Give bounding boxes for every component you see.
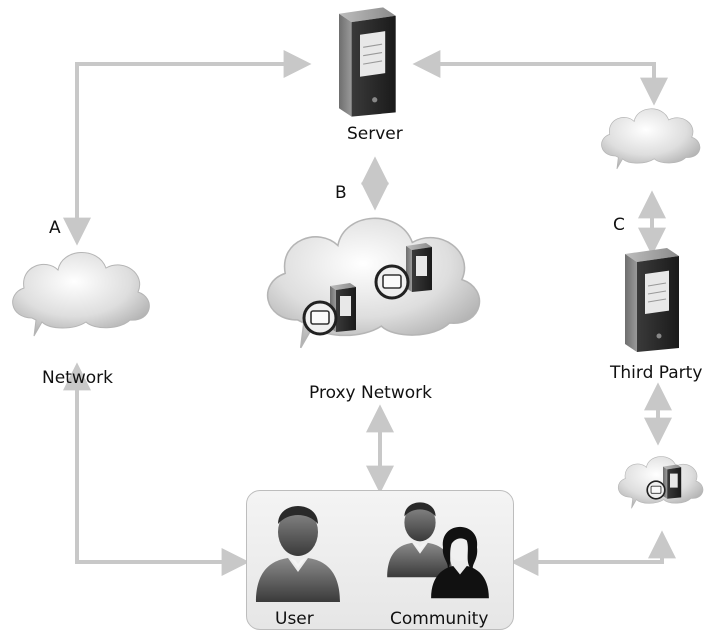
label-server: Server (347, 124, 403, 144)
arrow-network-users (63, 362, 250, 576)
label-proxy-network: Proxy Network (309, 383, 432, 403)
user-icon (256, 506, 340, 602)
label-letter-c: C (613, 215, 625, 235)
label-network: Network (42, 368, 113, 388)
connectors (63, 50, 676, 576)
label-letter-b: B (335, 183, 347, 203)
arrow-server-cloud (412, 50, 668, 106)
label-user: User (275, 609, 314, 629)
community-icon (387, 502, 453, 578)
label-third-party: Third Party (610, 363, 703, 383)
arrow-users-smallcloud (510, 530, 676, 576)
arrow-server-network (63, 50, 312, 246)
label-community: Community (390, 609, 489, 629)
label-letter-a: A (49, 218, 61, 238)
